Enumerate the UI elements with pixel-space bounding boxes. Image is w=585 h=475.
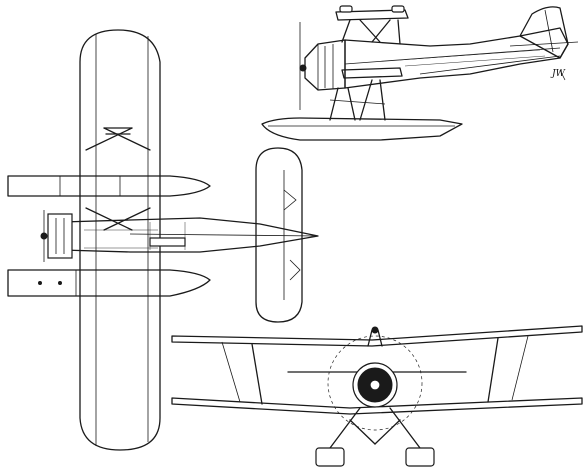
side-upper-wing xyxy=(335,9,409,21)
side-fuselage xyxy=(344,27,569,89)
front-upper-wing xyxy=(171,325,583,347)
top-engine xyxy=(47,213,73,259)
side-lower-wing xyxy=(341,67,403,79)
front-propeller-disc xyxy=(327,335,423,431)
front-lower-wing xyxy=(171,397,583,415)
side-float xyxy=(261,117,463,141)
front-view xyxy=(171,325,583,467)
top-float-lower xyxy=(7,269,211,297)
side-fin xyxy=(519,6,569,59)
top-wing xyxy=(79,29,161,451)
top-view xyxy=(7,29,319,451)
front-float-right xyxy=(405,447,435,467)
front-float-left xyxy=(315,447,345,467)
top-fuselage xyxy=(61,217,319,253)
side-view: JW xyxy=(261,5,579,141)
top-float-upper xyxy=(7,175,211,197)
artist-signature: JW xyxy=(550,69,566,79)
top-strut-upper xyxy=(103,127,133,135)
top-tailplane xyxy=(255,147,303,323)
